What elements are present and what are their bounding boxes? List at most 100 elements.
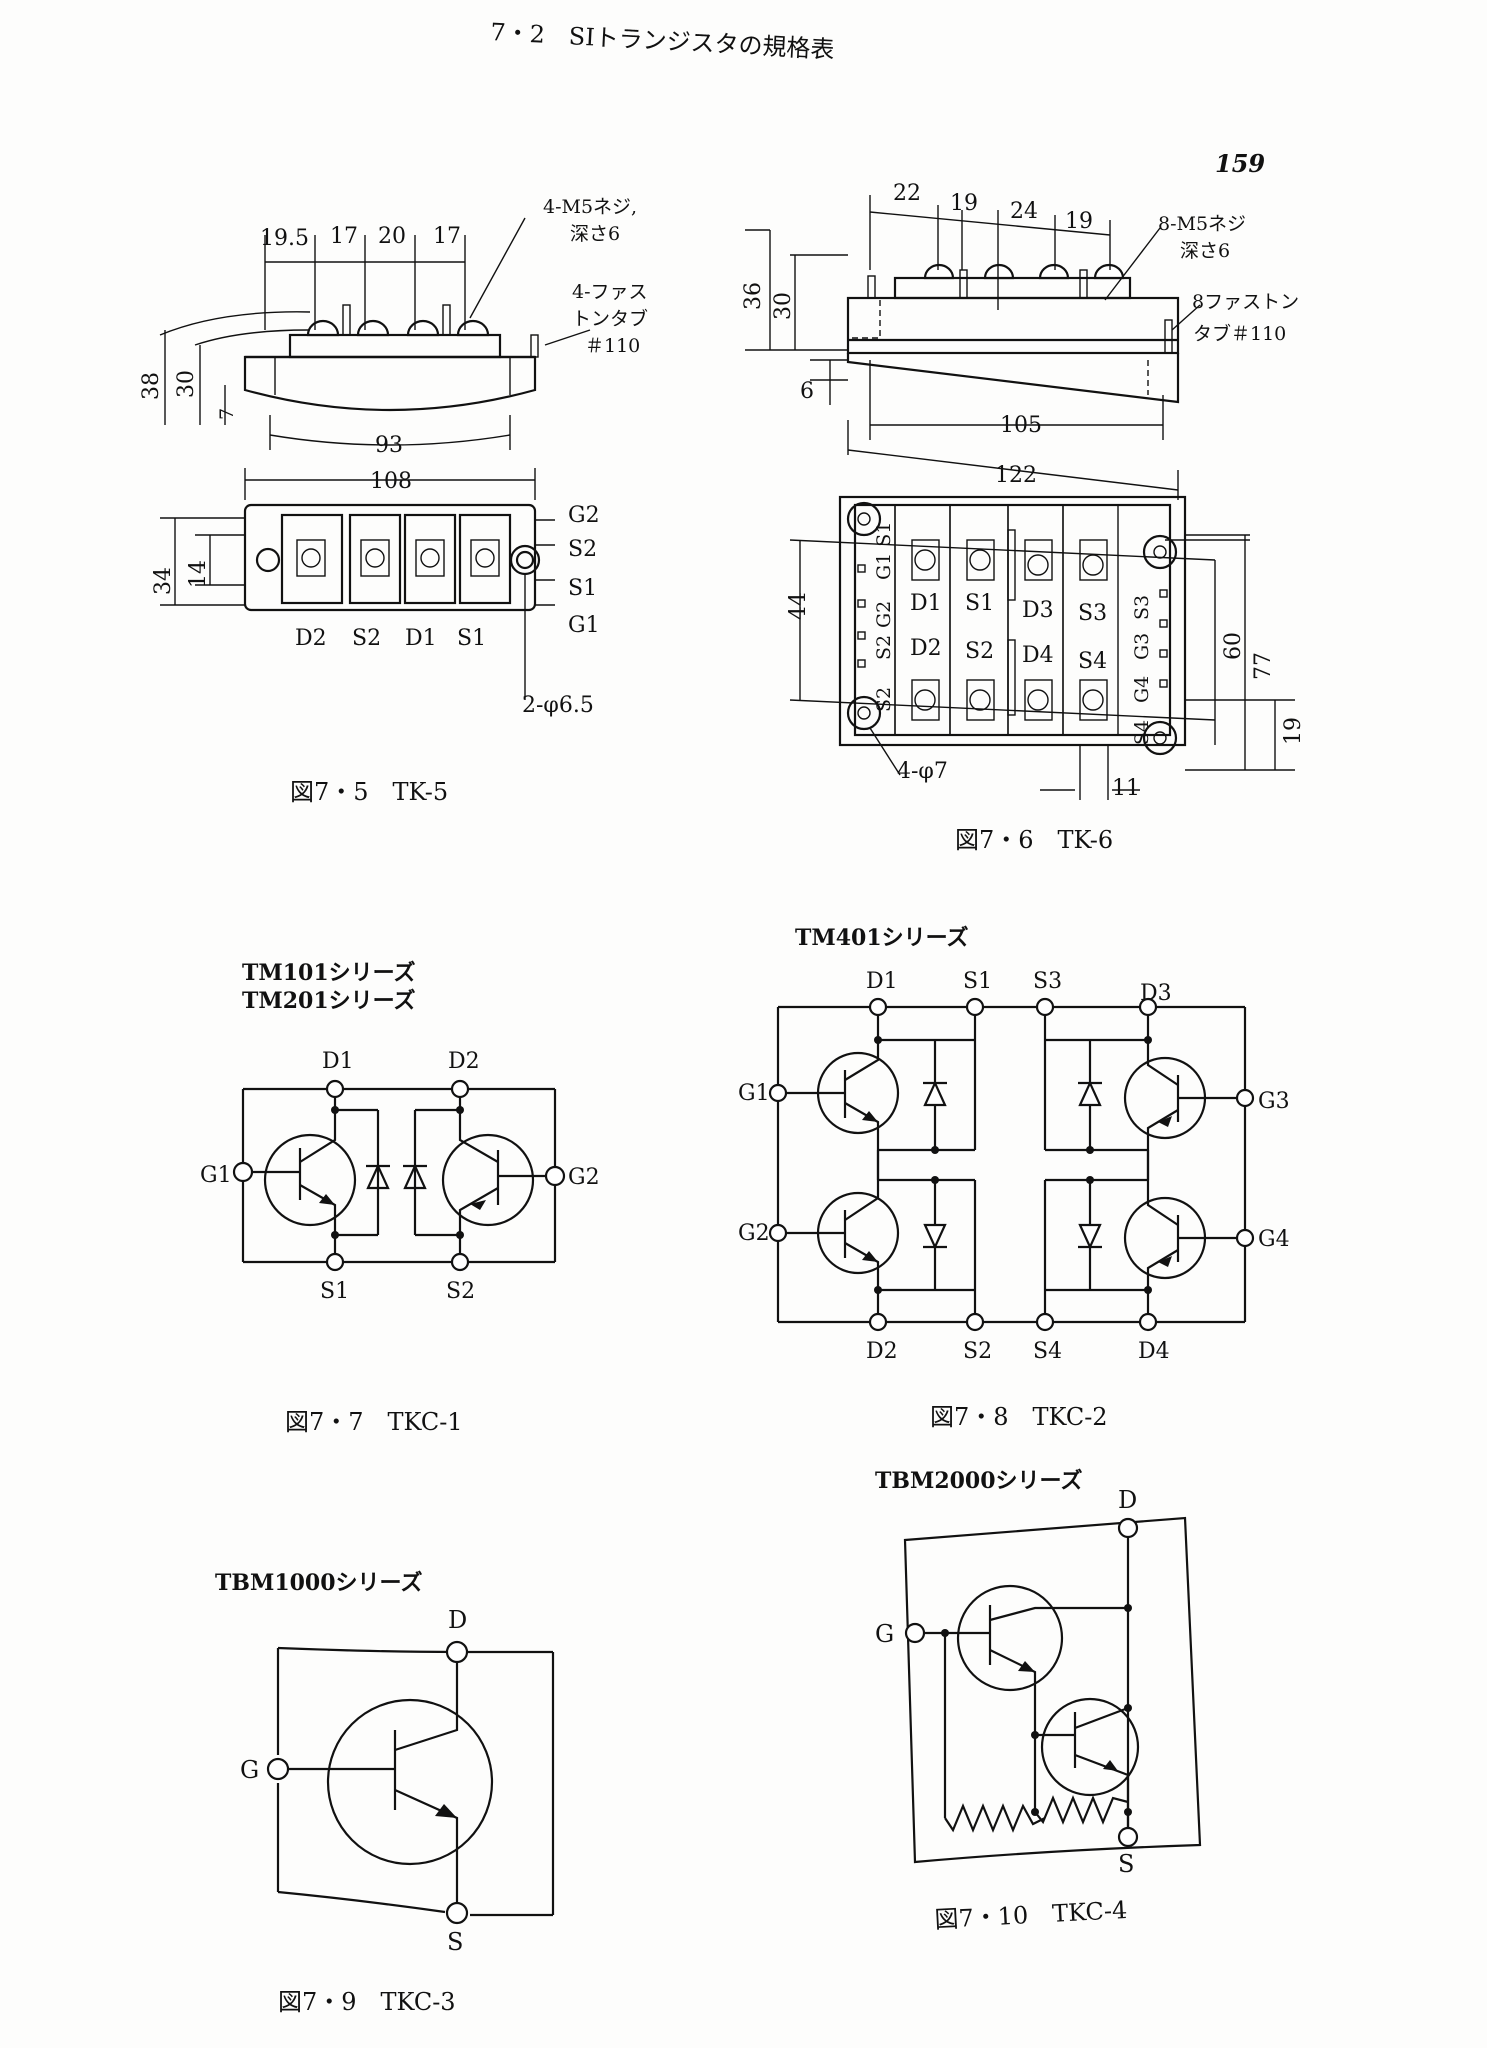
series-label: TM101シリーズ <box>242 960 416 986</box>
terminal-label: G <box>240 1756 259 1784</box>
pin-label: G2 <box>568 503 600 528</box>
dim-label: 30 <box>174 370 199 398</box>
terminal-label: S3 <box>1033 969 1062 994</box>
dim-label: 11 <box>1112 776 1140 801</box>
dim-label: 108 <box>370 469 412 494</box>
terminal-label: G2 <box>738 1221 770 1246</box>
screw-note-line1: 4-M5ネジ, <box>543 196 637 218</box>
section-heading: 7・2 SIトランジスタの規格表 <box>490 18 835 64</box>
terminal-label: G2 <box>568 1165 600 1190</box>
dim-label: 19 <box>1281 717 1306 745</box>
pin-label: G3 <box>1131 633 1153 660</box>
pin-label: S2 <box>568 537 597 562</box>
figure-caption-7-9: 図7・9 TKC-3 <box>278 1988 456 2016</box>
tab-note-line1: 8ファストン <box>1192 291 1299 313</box>
pin-label: D1 <box>910 591 942 616</box>
pin-label: S2 <box>965 639 994 664</box>
figure-tk5-labels: 19.5 17 20 17 4-M5ネジ, 深さ6 4-ファス トンタブ ＃11… <box>139 196 648 806</box>
pin-label: D4 <box>1022 643 1054 668</box>
dim-label: 7 <box>216 408 238 420</box>
pin-label: S1 <box>457 626 486 651</box>
pin-label: S3 <box>1131 595 1153 620</box>
dim-label: 22 <box>893 181 921 206</box>
dim-label: 19 <box>950 191 978 216</box>
pin-label: G4 <box>1131 676 1153 703</box>
terminal-label: D <box>448 1606 467 1634</box>
figure-caption-7-8: 図7・8 TKC-2 <box>930 1403 1108 1431</box>
terminal-label: S4 <box>1033 1339 1062 1364</box>
tab-note-line2: タブ＃110 <box>1193 322 1286 345</box>
series-label: TBM1000シリーズ <box>215 1570 422 1596</box>
figure-tkc4-labels: TBM2000シリーズ D G S 図7・10 TKC-4 <box>875 1468 1137 1934</box>
dim-label: 77 <box>1251 652 1276 680</box>
dim-label: 30 <box>771 292 796 320</box>
dim-label: 17 <box>433 224 461 249</box>
terminal-label: G4 <box>1258 1227 1290 1252</box>
terminal-label: S1 <box>320 1279 349 1304</box>
figure-tk6-labels: 22 19 24 19 8-M5ネジ 深さ6 8ファストン タブ＃110 36 … <box>741 181 1306 854</box>
screw-note-line2: 深さ6 <box>570 223 620 245</box>
dim-label: 93 <box>375 433 403 458</box>
terminal-label: S2 <box>963 1339 992 1364</box>
terminal-label: D2 <box>448 1049 480 1074</box>
figure-tkc3-labels: TBM1000シリーズ D G S 図7・9 TKC-3 <box>215 1570 467 2016</box>
terminal-label: D <box>1118 1486 1137 1514</box>
figure-tk5-drawing <box>159 217 591 700</box>
terminal-label: G <box>875 1620 894 1648</box>
pin-label: D2 <box>295 626 327 651</box>
dim-label: 17 <box>330 224 358 249</box>
figure-tkc4-circuit <box>903 1516 1202 1864</box>
pin-label: D2 <box>910 636 942 661</box>
figure-tkc2-circuit <box>768 997 1255 1332</box>
dim-label: 19.5 <box>260 226 309 251</box>
dim-label: 60 <box>1221 632 1246 660</box>
series-label: TM201シリーズ <box>242 988 416 1014</box>
terminal-label: S1 <box>963 969 992 994</box>
tab-note-line2: トンタブ <box>572 307 648 330</box>
dim-label: 14 <box>186 560 211 588</box>
dim-label: 44 <box>786 592 811 620</box>
dim-label: 19 <box>1065 209 1093 234</box>
terminal-label: G1 <box>200 1163 232 1188</box>
terminal-label: D2 <box>866 1339 898 1364</box>
terminal-label: G1 <box>738 1081 770 1106</box>
figure-tkc1-circuit <box>232 1079 566 1272</box>
pin-label: S3 <box>1078 601 1107 626</box>
pin-label: D1 <box>405 626 437 651</box>
pin-label: S4 <box>1131 720 1153 745</box>
dim-label: 105 <box>1000 413 1042 438</box>
pin-label: S1 <box>568 576 597 601</box>
pin-label: S1 <box>965 591 994 616</box>
terminal-label: D4 <box>1138 1339 1170 1364</box>
figure-tkc3-circuit <box>266 1640 555 1925</box>
terminal-label: G3 <box>1258 1089 1290 1114</box>
series-label: TBM2000シリーズ <box>875 1468 1082 1494</box>
series-label: TM401シリーズ <box>795 925 969 951</box>
screw-note-line1: 8-M5ネジ <box>1158 213 1246 235</box>
terminal-label: D1 <box>866 969 898 994</box>
pin-label: G1 S1 <box>873 522 895 580</box>
pin-label: G2 <box>873 601 895 628</box>
tab-note-line1: 4-ファス <box>572 281 648 303</box>
figure-caption-7-5: 図7・5 TK-5 <box>290 778 448 806</box>
pin-label: D3 <box>1022 598 1054 623</box>
figure-tkc1-labels: TM101シリーズ TM201シリーズ D1 D2 G1 G2 S1 S2 図7… <box>200 960 600 1436</box>
pin-label: S4 <box>1078 649 1107 674</box>
dim-label: 36 <box>741 282 766 310</box>
screw-note-line2: 深さ6 <box>1180 240 1230 262</box>
pin-label: S2 <box>873 635 895 660</box>
terminal-label: S2 <box>446 1279 475 1304</box>
figure-tkc2-labels: TM401シリーズ D1 S1 S3 D3 G1 G3 G2 G4 D2 S2 … <box>738 925 1290 1431</box>
hole-note: 4-φ7 <box>897 759 948 784</box>
dim-label: 122 <box>995 463 1037 488</box>
hole-note: 2-φ6.5 <box>522 693 594 718</box>
dim-label: 38 <box>139 372 164 400</box>
figure-caption-7-10: 図7・10 TKC-4 <box>934 1896 1128 1934</box>
pin-label: S2 <box>873 687 895 712</box>
dim-label: 34 <box>151 567 176 595</box>
dim-label: 6 <box>800 379 814 404</box>
pin-label: G1 <box>568 613 600 638</box>
pin-label: S2 <box>352 626 381 651</box>
